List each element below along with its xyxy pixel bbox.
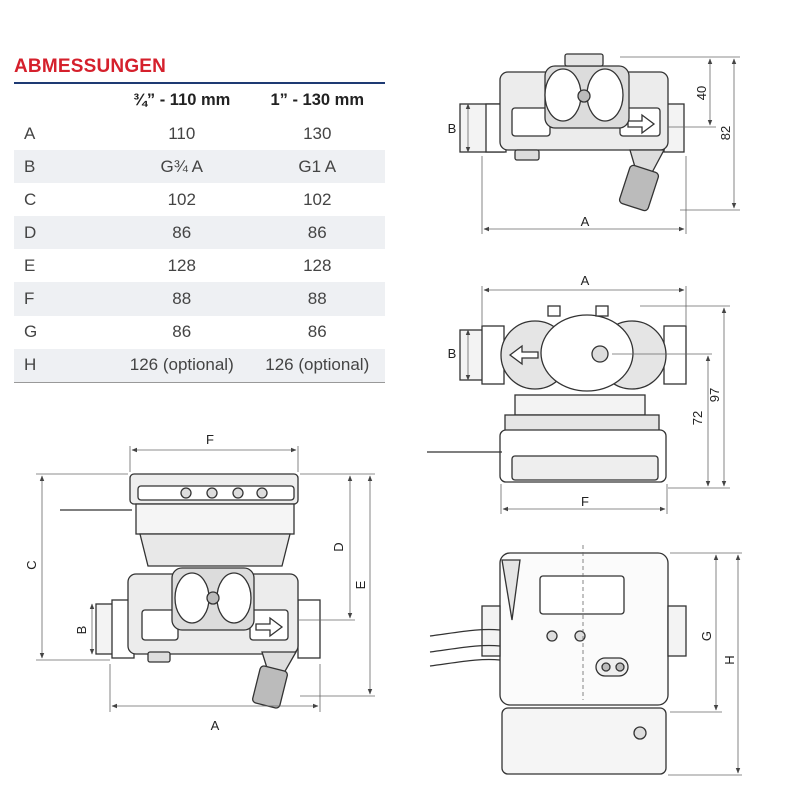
dim-label-e: E [353, 580, 368, 589]
dim-label: C [24, 189, 37, 209]
table-row: E 128 128 [14, 249, 385, 283]
dim-label-a: A [581, 214, 590, 229]
dim-label: A [24, 123, 36, 143]
section-title: ABMESSUNGEN [14, 56, 167, 77]
header-cell: ¾” - 110 mm [114, 82, 250, 117]
dim-label-f: F [581, 494, 589, 509]
dim-label-40: 40 [694, 86, 709, 100]
table-row: A 110 130 [14, 117, 385, 151]
dim-value: 88 [307, 289, 327, 309]
dim-value: 102 [303, 189, 332, 209]
dim-label-h: H [722, 655, 737, 664]
dim-value: 110 [168, 123, 196, 143]
dim-value: 86 [307, 222, 327, 242]
dim-label: E [24, 255, 36, 275]
dim-label-g: G [699, 631, 714, 641]
dim-value: 86 [172, 222, 192, 242]
dim-label: F [24, 289, 35, 309]
dim-label-a: A [211, 718, 220, 733]
dim-label-97: 97 [707, 388, 722, 402]
table-row: D 86 86 [14, 216, 385, 250]
side-view-drawing [459, 53, 685, 212]
dim-value: 128 [167, 255, 196, 275]
dim-label-d: D [331, 542, 346, 551]
dim-label-f: F [206, 432, 214, 447]
table-row: B G¾ A G1 A [14, 150, 385, 184]
assembly-side-view-drawing [60, 473, 321, 709]
dim-value: G¾ A [160, 156, 204, 176]
assembly-side-view-dimensions [36, 446, 375, 712]
dim-label: G [24, 322, 38, 342]
dim-value: 88 [172, 289, 192, 309]
dim-value: 102 [167, 189, 196, 209]
table-header-row: ¾” - 110 mm 1” - 130 mm [14, 82, 385, 117]
front-view-dimensions [582, 545, 742, 776]
top-view-drawing [427, 305, 687, 483]
dim-value: 126 (optional) [114, 348, 250, 383]
side-view-dimensions [465, 56, 740, 234]
dim-label: H [14, 348, 114, 383]
table-row: G 86 86 [14, 315, 385, 349]
table-row: F 88 88 [14, 282, 385, 316]
header-cell [14, 82, 114, 117]
dim-label-b: B [74, 626, 89, 635]
dim-value: 86 [307, 322, 327, 342]
dim-label-82: 82 [718, 126, 733, 140]
dim-value: 86 [172, 322, 192, 342]
dim-value: 126 (optional) [249, 348, 385, 383]
dim-label-c: C [24, 560, 39, 569]
dim-label: B [24, 156, 36, 176]
dim-label-b: B [448, 121, 457, 136]
dim-label-72: 72 [690, 411, 705, 425]
front-view-drawing [429, 552, 687, 775]
dim-label-a: A [581, 273, 590, 288]
table-row: C 102 102 [14, 183, 385, 217]
dim-value: 130 [303, 123, 332, 143]
dimensions-table: ¾” - 110 mm 1” - 130 mm A 110 130 B G¾ A G1 … [14, 82, 385, 383]
top-view-dimensions [465, 286, 730, 514]
dim-label: D [24, 222, 37, 242]
dim-label-b: B [448, 346, 457, 361]
dim-value: 128 [303, 255, 332, 275]
header-cell: 1” - 130 mm [249, 82, 385, 117]
dim-value: G1 A [298, 156, 337, 176]
